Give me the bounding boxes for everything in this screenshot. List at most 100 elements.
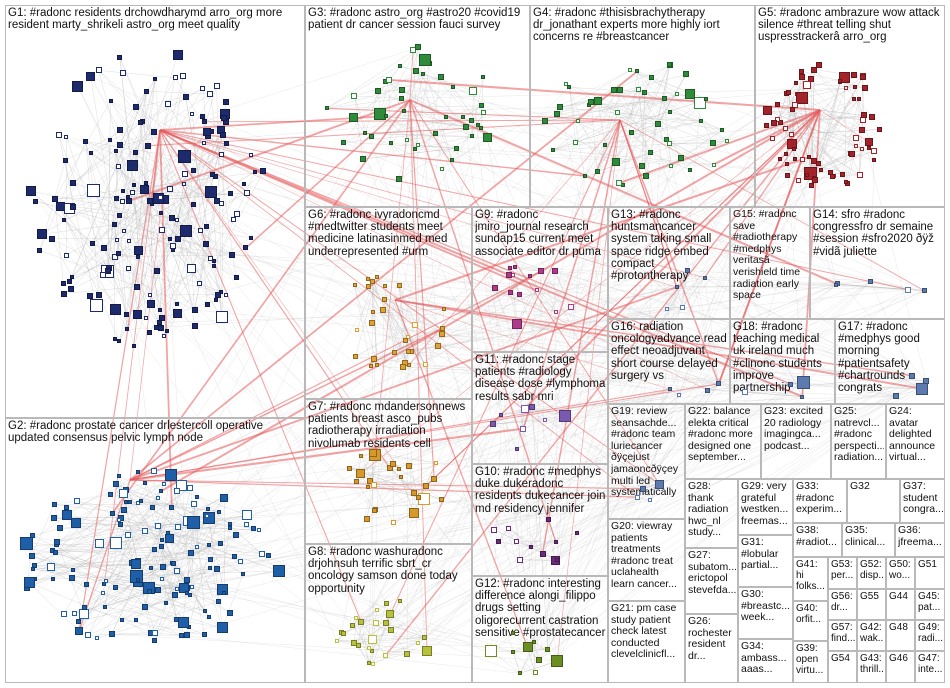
intra-group-edge	[221, 117, 224, 318]
intra-group-edge	[808, 98, 854, 158]
group-label-G41: G41: hi folks...	[796, 559, 825, 593]
network-node	[844, 180, 848, 184]
intra-group-edge	[31, 555, 209, 618]
network-node	[191, 202, 196, 207]
intra-group-edge	[400, 600, 426, 638]
intra-group-edge	[843, 77, 847, 183]
network-node	[33, 199, 38, 204]
intra-group-edge	[152, 507, 175, 565]
intra-group-edge	[553, 98, 665, 151]
intra-group-edge	[584, 92, 645, 177]
network-node	[415, 44, 421, 50]
network-node	[101, 245, 107, 251]
intra-group-edge	[368, 600, 401, 664]
intra-group-edge	[575, 94, 678, 144]
network-node	[834, 283, 838, 287]
network-node	[573, 140, 578, 145]
intra-group-edge	[847, 115, 864, 184]
intra-group-edge	[166, 487, 191, 604]
intra-group-edge	[373, 484, 424, 499]
intra-group-edge	[85, 141, 264, 172]
network-node	[204, 224, 209, 229]
network-node	[70, 180, 76, 186]
intra-group-edge	[417, 105, 482, 146]
group-G45: G45: pat...	[915, 589, 945, 620]
intra-group-edge	[56, 544, 105, 585]
network-node	[122, 229, 126, 233]
intra-group-edge	[41, 224, 115, 235]
network-node	[113, 585, 118, 590]
intra-group-edge	[115, 151, 128, 330]
intra-group-edge	[110, 100, 237, 278]
network-node	[439, 331, 445, 337]
network-node	[636, 87, 641, 92]
intra-group-edge	[384, 298, 407, 342]
network-node	[463, 124, 469, 130]
network-node	[828, 170, 833, 175]
intra-group-edge	[365, 90, 379, 134]
network-node	[128, 500, 132, 504]
intra-group-edge	[814, 174, 860, 179]
intra-group-edge	[73, 206, 173, 218]
intra-group-edge	[56, 508, 209, 543]
intra-group-edge	[811, 147, 869, 186]
network-node	[200, 86, 205, 91]
intra-group-edge	[372, 637, 425, 651]
network-node	[568, 304, 574, 310]
network-node	[87, 184, 100, 197]
network-node	[159, 211, 163, 215]
intra-group-edge	[145, 594, 190, 608]
network-node	[481, 110, 486, 115]
network-node	[131, 559, 141, 569]
group-label-G31: G31: #lobular partial...	[741, 537, 782, 572]
intra-group-edge	[772, 93, 788, 139]
network-node	[216, 311, 228, 323]
network-node	[803, 81, 811, 89]
network-node	[434, 461, 438, 465]
intra-group-edge	[71, 91, 147, 278]
network-node	[800, 395, 804, 399]
intra-group-edge	[870, 280, 925, 291]
intra-group-edge	[138, 568, 211, 582]
intra-group-edge	[63, 519, 120, 614]
intra-group-edge	[814, 69, 864, 116]
intra-group-edge	[356, 481, 376, 511]
group-label-G3: G3: #radonc astro_org #astro20 #covid19 …	[308, 7, 524, 32]
network-node	[412, 322, 418, 328]
intra-group-edge	[34, 494, 111, 566]
intra-group-edge	[357, 622, 362, 646]
network-node	[266, 553, 271, 558]
intra-group-edge	[663, 65, 671, 99]
intra-group-edge	[354, 95, 402, 99]
network-node	[442, 307, 446, 311]
intra-group-edge	[116, 239, 160, 311]
network-node	[454, 146, 459, 151]
network-node	[852, 97, 856, 101]
intra-group-edge	[146, 90, 211, 95]
intra-group-edge	[161, 578, 178, 620]
intra-group-edge	[73, 145, 121, 184]
intra-group-edge	[373, 484, 442, 500]
intra-group-edge	[137, 197, 161, 315]
intra-group-edge	[371, 276, 377, 324]
network-node	[121, 189, 125, 193]
intra-group-edge	[34, 565, 205, 636]
intra-group-edge	[812, 153, 852, 170]
intra-group-edge	[415, 70, 467, 127]
intra-group-edge	[104, 511, 220, 608]
intra-group-edge	[553, 140, 728, 151]
network-node	[440, 326, 445, 331]
intra-group-edge	[30, 191, 93, 244]
group-G26: G26: rochester resident dr...	[685, 614, 738, 683]
network-node	[108, 492, 113, 497]
intra-group-edge	[69, 253, 119, 283]
network-node	[249, 236, 253, 240]
intra-group-edge	[745, 391, 803, 397]
network-node	[117, 339, 121, 343]
network-node	[117, 518, 121, 522]
network-node	[113, 481, 119, 487]
intra-group-edge	[366, 462, 436, 519]
intra-group-edge	[76, 501, 223, 629]
network-node	[132, 344, 136, 348]
network-node	[100, 272, 106, 278]
